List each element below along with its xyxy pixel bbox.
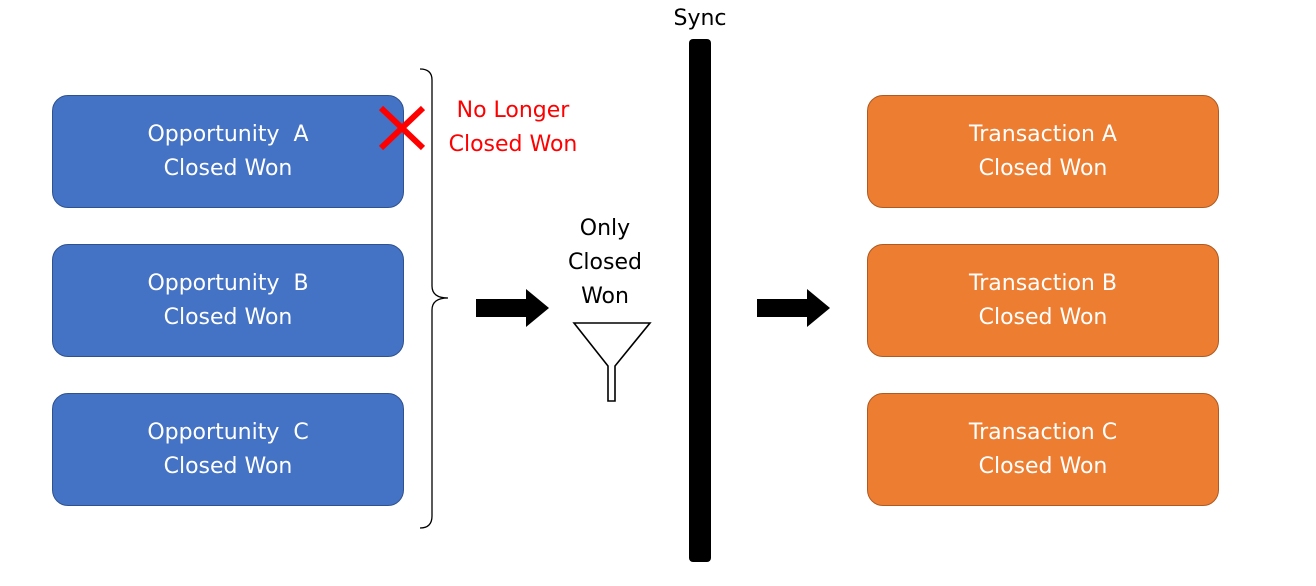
- filter-label: Only Closed Won: [545, 212, 665, 314]
- opportunity-b-box: Opportunity B Closed Won: [52, 244, 404, 357]
- no-longer-note-line2: Closed Won: [448, 132, 578, 157]
- opportunity-c-box: Opportunity C Closed Won: [52, 393, 404, 506]
- no-longer-closed-won-note: No Longer Closed Won: [438, 94, 588, 162]
- transaction-a-status: Closed Won: [978, 155, 1108, 181]
- transaction-c-name: Transaction C: [968, 419, 1118, 445]
- transaction-b-box: Transaction B Closed Won: [867, 244, 1219, 357]
- opportunity-a-status: Closed Won: [163, 155, 293, 181]
- transaction-a-name: Transaction A: [969, 121, 1117, 147]
- opportunity-c-status: Closed Won: [163, 453, 293, 479]
- transaction-c-status: Closed Won: [978, 453, 1108, 479]
- funnel-icon: [572, 322, 652, 402]
- right-brace-bracket: [419, 68, 449, 529]
- filter-label-line1: Only: [579, 216, 631, 241]
- opportunity-c-name: Opportunity C: [147, 419, 309, 445]
- transaction-a-box: Transaction A Closed Won: [867, 95, 1219, 208]
- transaction-b-status: Closed Won: [978, 304, 1108, 330]
- sync-label: Sync: [673, 6, 727, 31]
- opportunity-b-status: Closed Won: [163, 304, 293, 330]
- opportunity-b-name: Opportunity B: [147, 270, 309, 296]
- transaction-c-box: Transaction C Closed Won: [867, 393, 1219, 506]
- right-arrow-icon-2: [757, 289, 830, 327]
- opportunity-a-box: Opportunity A Closed Won: [52, 95, 404, 208]
- filter-label-line3: Won: [581, 284, 629, 309]
- transaction-b-name: Transaction B: [969, 270, 1117, 296]
- filter-label-line2: Closed: [568, 250, 642, 275]
- sync-bar: [689, 39, 711, 562]
- right-arrow-icon: [476, 289, 549, 327]
- opportunity-a-name: Opportunity A: [147, 121, 309, 147]
- x-mark-icon: [378, 105, 426, 151]
- no-longer-note-line1: No Longer: [456, 98, 570, 123]
